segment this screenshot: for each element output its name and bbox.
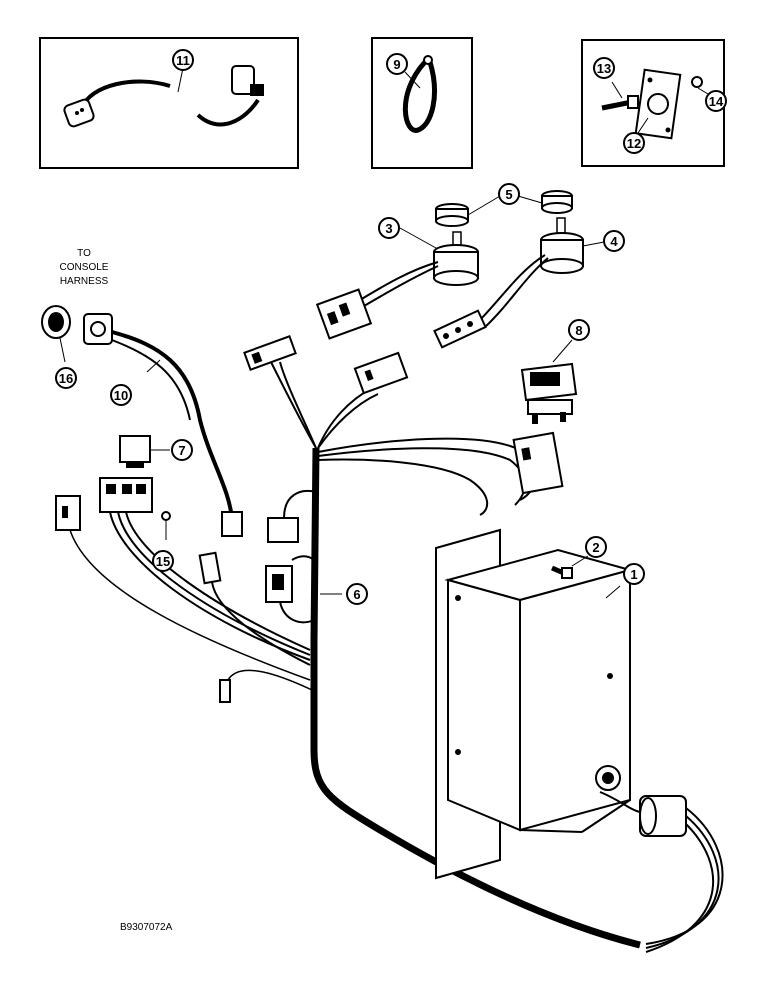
inset-box-mount xyxy=(581,39,725,167)
connector-top-left xyxy=(243,335,297,371)
inset-box-cable xyxy=(39,37,299,169)
callout-5-label: 5 xyxy=(505,187,512,202)
connector-mid-a xyxy=(267,517,299,543)
callout-2: 2 xyxy=(585,536,607,558)
callout-8-label: 8 xyxy=(575,323,582,338)
callout-7-label: 7 xyxy=(178,443,185,458)
bolt xyxy=(551,565,573,579)
callout-2-label: 2 xyxy=(592,540,599,555)
connector-branch xyxy=(198,551,222,585)
main-harness xyxy=(310,447,641,949)
callout-6: 6 xyxy=(346,583,368,605)
callout-11: 11 xyxy=(172,49,194,71)
connector-mid-b xyxy=(265,565,293,603)
console-connector xyxy=(41,305,113,345)
callout-9-label: 9 xyxy=(393,57,400,72)
connector-top-center xyxy=(353,351,409,395)
callout-16: 16 xyxy=(55,367,77,389)
callout-1: 1 xyxy=(623,563,645,585)
callout-16-label: 16 xyxy=(59,371,73,386)
knob-left xyxy=(435,203,469,227)
callout-4: 4 xyxy=(603,230,625,252)
callout-10: 10 xyxy=(110,384,132,406)
callout-6-label: 6 xyxy=(353,587,360,602)
callout-15-label: 15 xyxy=(156,554,170,569)
callout-10-label: 10 xyxy=(114,388,128,403)
potentiometer-left xyxy=(433,231,479,286)
figure-code: B9307072A xyxy=(120,922,173,933)
callout-3: 3 xyxy=(378,217,400,239)
callout-13-label: 13 xyxy=(597,61,611,76)
potentiometer-right xyxy=(540,217,584,274)
callout-12: 12 xyxy=(623,132,645,154)
connector-pot-left xyxy=(315,288,373,340)
callout-4-label: 4 xyxy=(610,234,618,249)
rocker-switch xyxy=(520,362,578,424)
callout-3-label: 3 xyxy=(385,221,392,236)
note-line-3: HARNESS xyxy=(60,276,109,287)
callout-14: 14 xyxy=(705,90,727,112)
relay xyxy=(119,435,151,468)
callout-13: 13 xyxy=(593,57,615,79)
callout-15: 15 xyxy=(152,550,174,572)
callout-9: 9 xyxy=(386,53,408,75)
relay-base xyxy=(99,477,153,513)
connector-left xyxy=(55,495,81,531)
note-line-1: TO xyxy=(77,248,91,259)
connector-switch xyxy=(512,431,564,495)
callout-11-label: 11 xyxy=(176,53,190,68)
callout-1-label: 1 xyxy=(630,567,637,582)
inset-box-strap xyxy=(371,37,473,169)
callout-14-label: 14 xyxy=(709,94,724,109)
callout-8: 8 xyxy=(568,319,590,341)
knob-right xyxy=(541,190,573,214)
callout-5: 5 xyxy=(498,183,520,205)
connector-pot-right xyxy=(433,309,487,349)
callout-7: 7 xyxy=(171,439,193,461)
control-module xyxy=(435,528,634,880)
console-harness-note: TO CONSOLE HARNESS xyxy=(60,248,109,287)
callout-12-label: 12 xyxy=(627,136,641,151)
module-cable xyxy=(639,795,724,953)
note-line-2: CONSOLE xyxy=(60,262,109,273)
